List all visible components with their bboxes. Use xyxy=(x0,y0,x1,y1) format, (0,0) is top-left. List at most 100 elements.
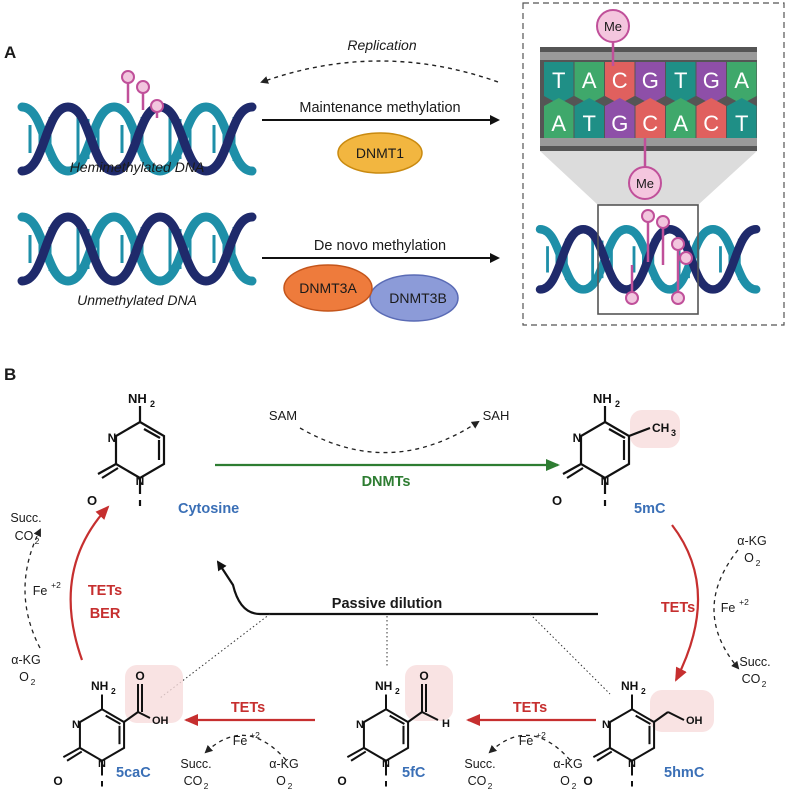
left-cofactors: Succ. CO 2 Fe +2 α-KG O 2 xyxy=(10,511,61,687)
svg-text:3: 3 xyxy=(671,428,676,438)
cytosine-label: Cytosine xyxy=(178,501,239,517)
5cac-structure: NH 2 O OH N N O 5caC xyxy=(53,665,183,788)
base-bottom-0: A xyxy=(544,98,574,138)
base-top-5: G xyxy=(696,62,726,104)
svg-text:N: N xyxy=(628,758,636,770)
svg-text:H: H xyxy=(442,718,450,730)
svg-text:2: 2 xyxy=(762,679,767,689)
base-top-4: T xyxy=(666,62,696,104)
svg-text:A: A xyxy=(551,111,566,136)
svg-text:Fe: Fe xyxy=(33,584,48,598)
svg-text:2: 2 xyxy=(641,686,646,696)
cytosine-structure: NH 2 N N O Cytosine xyxy=(87,391,239,517)
dnmt3a-enzyme: DNMT3A xyxy=(283,264,373,312)
svg-text:CO: CO xyxy=(742,672,761,686)
svg-text:O: O xyxy=(744,551,754,565)
svg-text:2: 2 xyxy=(488,781,493,791)
svg-text:DNMT3A: DNMT3A xyxy=(299,280,357,296)
svg-text:α-KG: α-KG xyxy=(553,757,582,771)
svg-text:Succ.: Succ. xyxy=(10,511,41,525)
svg-text:O: O xyxy=(552,493,562,508)
svg-text:2: 2 xyxy=(756,558,761,568)
svg-text:O: O xyxy=(87,493,97,508)
5mc-label: 5mC xyxy=(634,501,666,517)
maintenance-label: Maintenance methylation xyxy=(299,100,460,116)
tets-label-mid-right: TETs xyxy=(513,700,547,716)
5hmc-label: 5hmC xyxy=(664,765,705,781)
svg-text:A: A xyxy=(673,111,688,136)
5mc-structure: NH 2 CH 3 N N O 5mC xyxy=(552,391,680,517)
svg-text:N: N xyxy=(136,474,145,488)
hemimethylated-label: Hemimethylated DNA xyxy=(70,159,205,175)
svg-text:G: G xyxy=(642,68,659,93)
svg-text:NH: NH xyxy=(128,391,147,406)
dnmts-label: DNMTs xyxy=(362,474,411,490)
svg-text:CH: CH xyxy=(652,421,669,435)
base-bottom-3: C xyxy=(635,98,665,138)
svg-text:O: O xyxy=(560,774,570,788)
svg-text:α-KG: α-KG xyxy=(11,653,40,667)
svg-text:N: N xyxy=(72,719,80,731)
unmethylated-dna-helix xyxy=(22,217,252,281)
tets-label-mid-left: TETs xyxy=(231,700,265,716)
svg-text:+2: +2 xyxy=(51,580,61,590)
replication-label: Replication xyxy=(347,37,416,53)
5fc-structure: NH 2 O H N N O 5fC xyxy=(337,665,453,788)
svg-text:N: N xyxy=(601,474,610,488)
svg-text:+2: +2 xyxy=(250,730,260,740)
5cac-label: 5caC xyxy=(116,765,151,781)
sam-label: SAM xyxy=(269,408,297,423)
svg-text:NH: NH xyxy=(91,679,108,693)
svg-text:DNMT3B: DNMT3B xyxy=(389,290,447,306)
svg-text:Fe: Fe xyxy=(721,601,736,615)
svg-text:O: O xyxy=(19,670,29,684)
base-top-3: G xyxy=(635,62,665,104)
svg-text:Fe: Fe xyxy=(233,734,248,748)
base-top-1: A xyxy=(574,62,604,104)
svg-text:NH: NH xyxy=(621,679,638,693)
svg-text:T: T xyxy=(583,111,596,136)
tets-5mc-to-5hmc-arrow xyxy=(671,524,700,682)
svg-text:CO: CO xyxy=(184,774,203,788)
base-top-6: A xyxy=(727,62,757,104)
svg-text:NH: NH xyxy=(593,391,612,406)
passive-dotted-right xyxy=(529,613,611,695)
svg-text:Me: Me xyxy=(604,19,622,34)
base-bottom-1: T xyxy=(574,98,604,138)
svg-text:O: O xyxy=(583,774,592,788)
svg-text:T: T xyxy=(735,111,748,136)
svg-text:2: 2 xyxy=(288,781,293,791)
ber-label: BER xyxy=(90,606,121,622)
svg-text:α-KG: α-KG xyxy=(269,757,298,771)
mid-left-cofactors: Fe +2 Succ. CO 2 α-KG O 2 xyxy=(180,730,298,791)
svg-text:2: 2 xyxy=(572,781,577,791)
svg-text:2: 2 xyxy=(150,399,155,409)
mid-right-cofactor-arrow xyxy=(488,734,571,761)
svg-text:DNMT1: DNMT1 xyxy=(356,145,404,161)
base-top-2: C xyxy=(605,62,635,104)
svg-text:NH: NH xyxy=(375,679,392,693)
sah-label: SAH xyxy=(483,408,510,423)
svg-text:N: N xyxy=(108,431,117,445)
methyl-group-bottom: Me xyxy=(628,138,662,200)
dnmt1-enzyme: DNMT1 xyxy=(337,132,423,174)
svg-text:T: T xyxy=(674,68,687,93)
svg-text:Succ.: Succ. xyxy=(739,655,770,669)
svg-text:C: C xyxy=(703,111,719,136)
right-cofactors: α-KG O 2 Fe +2 Succ. CO 2 xyxy=(721,534,771,689)
svg-text:2: 2 xyxy=(35,536,40,546)
panel-b-label: B xyxy=(4,365,16,384)
passive-dotted-left xyxy=(159,613,271,699)
mid-right-cofactors: Fe +2 Succ. CO 2 α-KG O 2 xyxy=(464,730,582,791)
svg-text:OH: OH xyxy=(152,715,169,727)
svg-text:O: O xyxy=(337,774,346,788)
zoom-panel-border xyxy=(522,2,785,326)
5fc-label: 5fC xyxy=(402,765,426,781)
svg-text:N: N xyxy=(382,758,390,770)
svg-text:O: O xyxy=(135,669,144,683)
svg-text:CO: CO xyxy=(468,774,487,788)
sam-sah-arrow xyxy=(299,420,480,454)
svg-text:G: G xyxy=(611,111,628,136)
